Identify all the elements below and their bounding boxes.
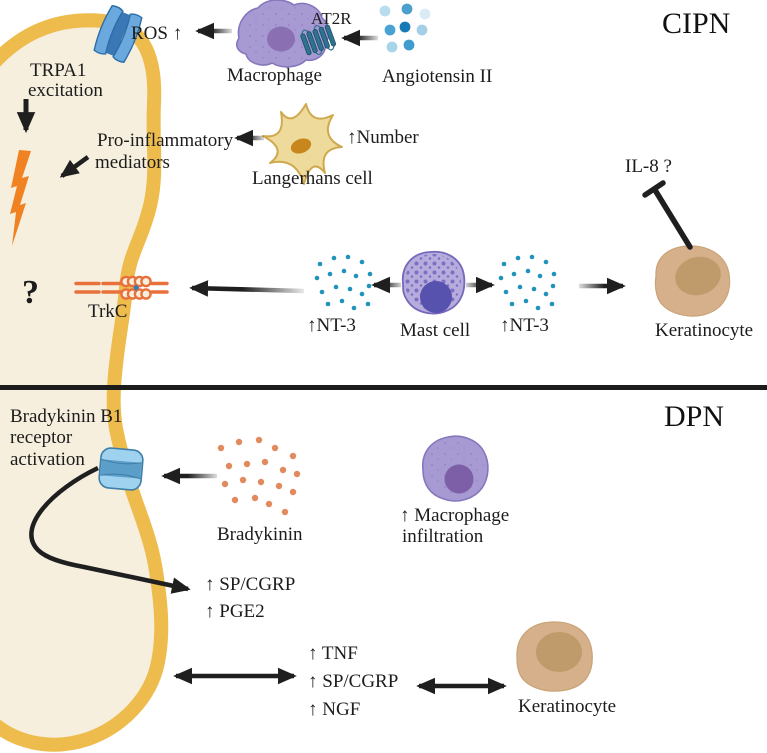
angiotensin-molecules <box>379 3 431 53</box>
bradykinin-label: Bradykinin <box>217 524 303 545</box>
proinflammatory-label-line1: Pro-inflammatory <box>97 130 234 151</box>
dpn-title: DPN <box>664 400 724 433</box>
arrow-b1-to-spcgrp <box>29 465 191 594</box>
keratinocyte-cipn <box>654 245 731 317</box>
macrophage-nucleus <box>267 26 295 52</box>
mast-cell <box>401 250 466 315</box>
keratinocyte-dpn-nucleus <box>536 632 582 672</box>
ngf-label: ↑ NGF <box>308 699 360 720</box>
at2r-receptor-icon <box>300 24 337 56</box>
tnf-label: ↑ TNF <box>308 643 358 664</box>
macrophage-infiltration-label-line2: infiltration <box>402 526 484 547</box>
question-mark: ? <box>22 274 39 311</box>
section-divider <box>0 385 767 390</box>
b1-receptor-icon <box>98 447 144 491</box>
arrow-mediators-to-bolt <box>59 155 90 178</box>
mast-nucleus <box>420 281 452 313</box>
bradykinin-molecules <box>217 436 301 516</box>
sp-cgrp-label: ↑ SP/CGRP <box>205 574 295 595</box>
proinflammatory-label-line2: mediators <box>95 152 170 173</box>
sp-cgrp2-label: ↑ SP/CGRP <box>308 671 398 692</box>
lightning-bolt-icon <box>10 150 31 246</box>
macrophage-infiltration-label-line1: ↑ Macrophage <box>400 505 509 526</box>
nt3-cluster-left <box>314 254 373 311</box>
trkc-label: TrkC <box>88 301 127 322</box>
keratinocyte-cipn-nucleus <box>675 256 721 296</box>
ros-label: ROS ↑ <box>131 23 182 44</box>
mast-label: Mast cell <box>400 320 470 341</box>
trpa1-channel-icon <box>93 5 143 63</box>
trpa1-label-line2: excitation <box>28 80 103 101</box>
axon-membrane <box>0 13 169 752</box>
il8-label: IL-8 ? <box>625 156 672 177</box>
macrophage-dpn-cell <box>422 435 489 502</box>
angiotensin-label: Angiotensin II <box>382 66 492 87</box>
macrophage-label: Macrophage <box>227 65 322 86</box>
number-label: ↑Number <box>347 127 419 148</box>
il8-inhibition-line <box>642 180 693 250</box>
pge2-label: ↑ PGE2 <box>205 601 265 622</box>
trpa1-label-line1: TRPA1 <box>30 60 86 81</box>
langerhans-nucleus <box>290 138 312 154</box>
b1-label-line1: Bradykinin B1 <box>10 406 122 427</box>
nt3-cluster-right <box>498 254 557 311</box>
macrophage-dpn-nucleus <box>444 464 474 494</box>
langerhans-label: Langerhans cell <box>252 168 373 189</box>
b1-label-line2: receptor <box>10 427 73 448</box>
trkc-receptor-icon <box>74 275 169 300</box>
nt3-left-label: ↑NT-3 <box>307 315 356 336</box>
keratinocyte-dpn <box>516 621 593 692</box>
keratinocyte-cipn-label: Keratinocyte <box>655 320 753 341</box>
nt3-right-label: ↑NT-3 <box>500 315 549 336</box>
arrow-nt3-to-trkc <box>189 280 305 297</box>
keratinocyte-dpn-label: Keratinocyte <box>518 696 616 717</box>
b1-label-line3: activation <box>10 449 85 470</box>
cipn-title: CIPN <box>662 7 730 40</box>
langerhans-cell <box>262 103 343 185</box>
at2r-label: AT2R <box>311 9 352 28</box>
